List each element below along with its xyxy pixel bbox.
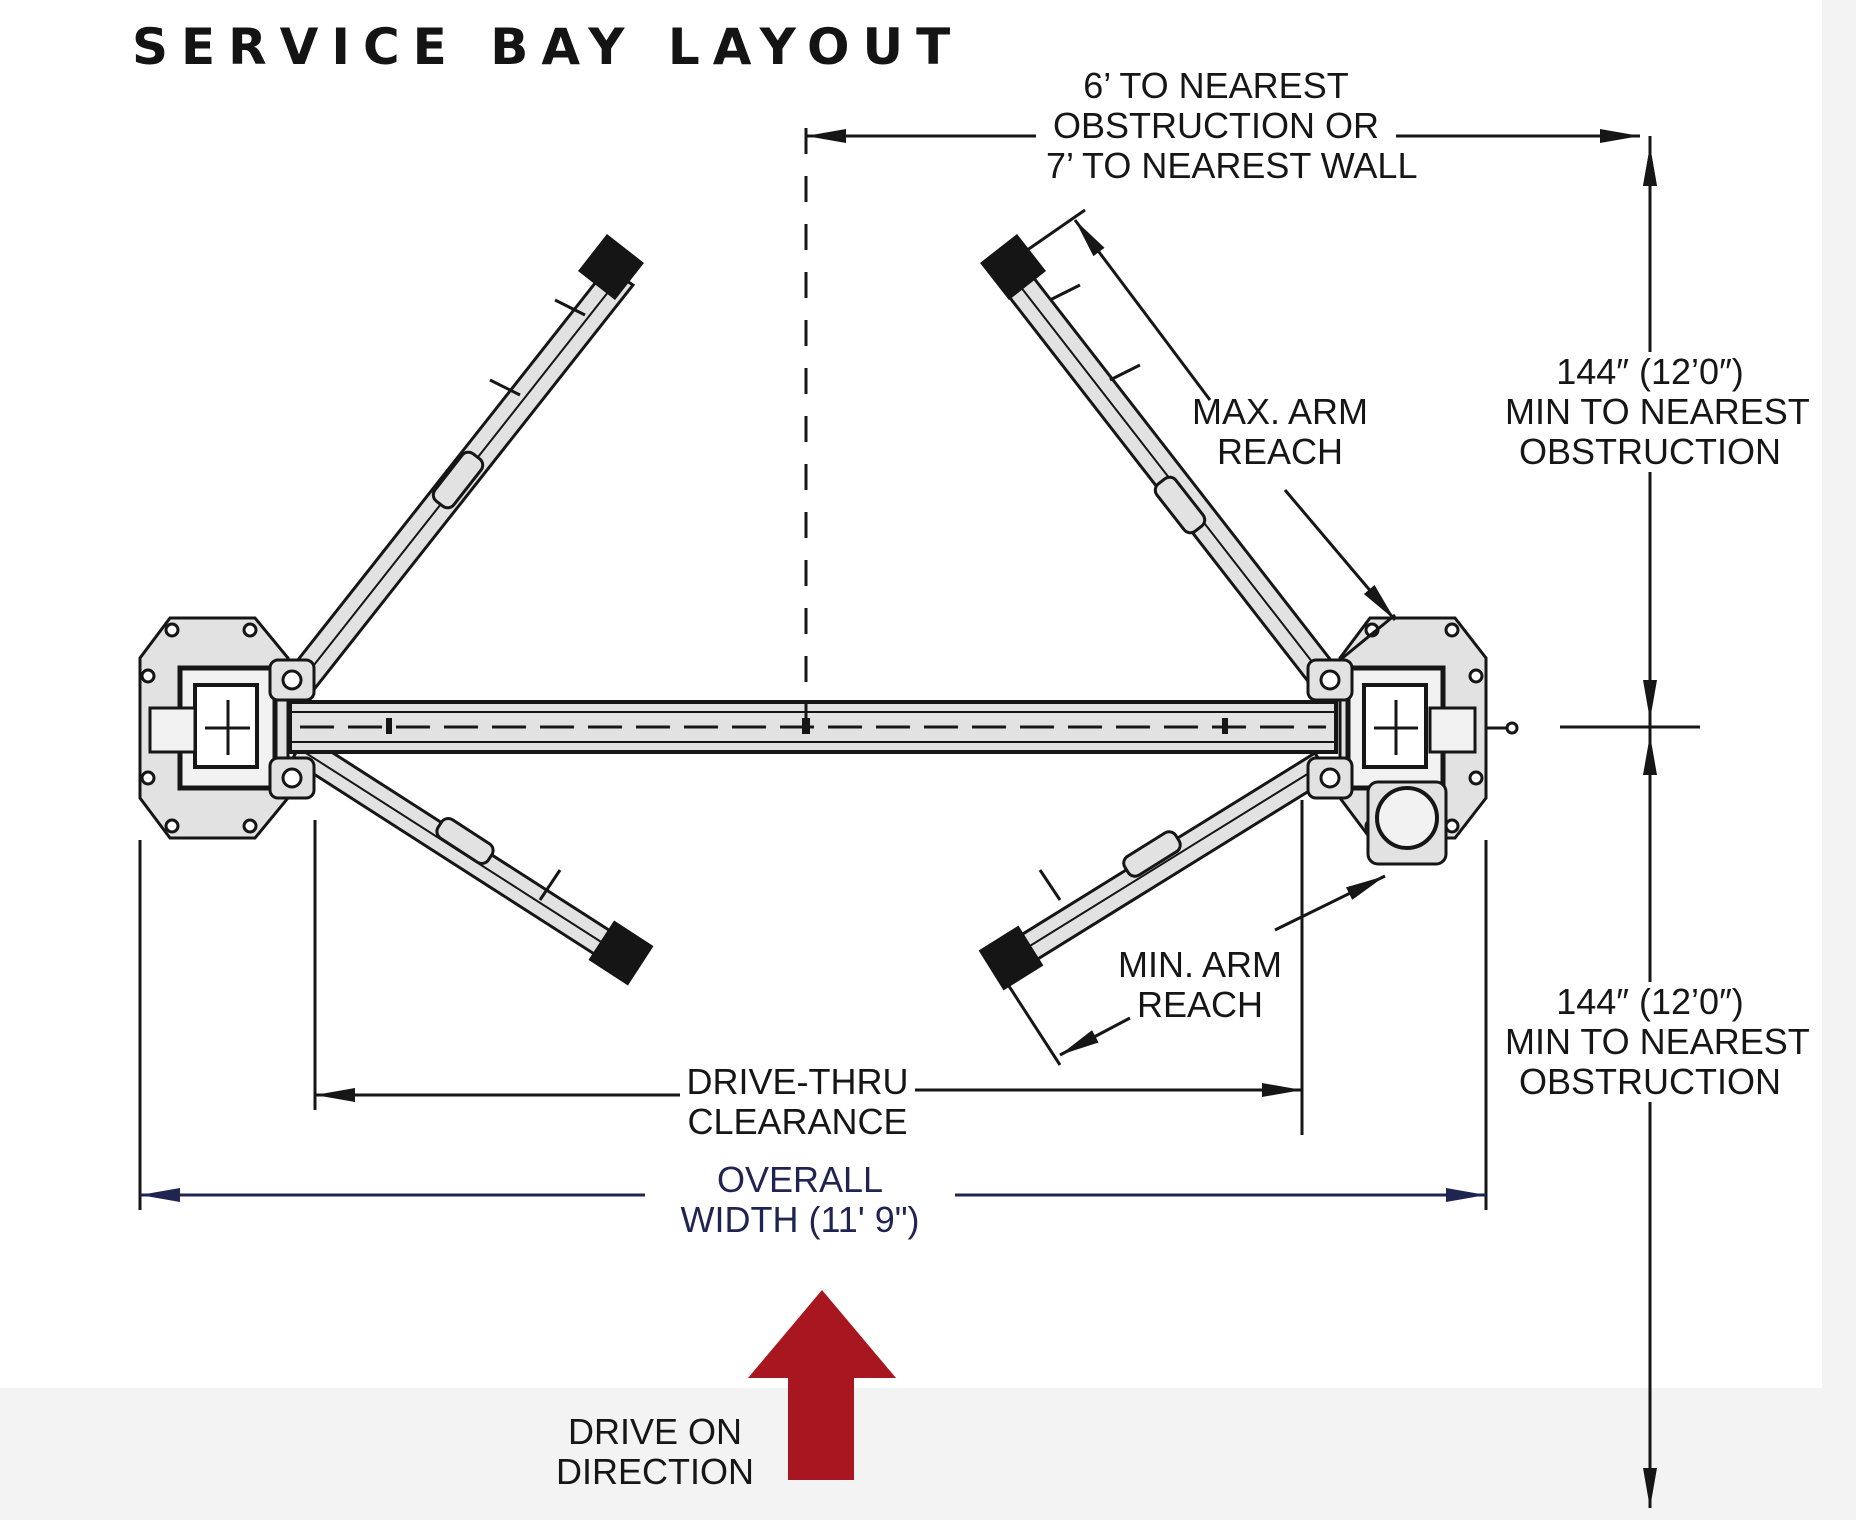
overhead-crossbeam <box>288 700 1338 754</box>
left-column-base <box>138 616 316 840</box>
max-arm-reach-label: MAX. ARM REACH <box>1180 392 1380 472</box>
label-line: OBSTRUCTION OR <box>1052 105 1379 146</box>
label-line: 7’ TO NEAREST WALL <box>1046 145 1418 186</box>
label-line: WIDTH (11' 9") <box>680 1199 920 1240</box>
drive-on-direction-label: DRIVE ON DIRECTION <box>540 1412 770 1492</box>
arm-pad-top-right <box>980 234 1046 300</box>
min-arm-reach-dimension <box>1003 874 1386 1066</box>
arm-pad-bottom-left <box>588 920 654 986</box>
drive-thru-dimension <box>313 800 1304 1135</box>
top-clearance-label: 6’ TO NEAREST OBSTRUCTION OR 7’ TO NEARE… <box>1046 65 1418 186</box>
label-line: OBSTRUCTION <box>1518 431 1781 472</box>
label-line: MIN. ARM <box>1117 944 1282 985</box>
label-line: MIN TO NEAREST <box>1505 1021 1810 1062</box>
bottom-band <box>0 1388 1856 1520</box>
right-column-base <box>1306 616 1519 866</box>
diagram-title: SERVICE BAY LAYOUT <box>132 18 964 76</box>
label-line: OBSTRUCTION <box>1518 1061 1781 1102</box>
label-line: REACH <box>1216 431 1344 472</box>
label-line: DIRECTION <box>556 1451 754 1492</box>
rear-clearance-label: 144″ (12’0″) MIN TO NEAREST OBSTRUCTION <box>1505 981 1810 1102</box>
label-line: DRIVE-THRU <box>686 1061 909 1102</box>
label-line: 144″ (12’0″) <box>1556 351 1744 392</box>
arm-pad-bottom-right <box>978 925 1044 991</box>
label-line: REACH <box>1136 984 1264 1025</box>
drive-thru-label: DRIVE-THRU CLEARANCE <box>680 1062 915 1142</box>
label-line: 6’ TO NEAREST <box>1083 65 1349 106</box>
label-line: 144″ (12’0″) <box>1556 981 1744 1022</box>
arm-pad-top-left <box>578 234 644 300</box>
label-line: DRIVE ON <box>567 1411 743 1452</box>
right-vertical-dimension <box>1560 136 1700 1508</box>
arm-bottom-right <box>1002 750 1333 973</box>
overall-width-dimension <box>138 840 1488 1210</box>
arm-bottom-left <box>290 732 628 969</box>
arm-top-left <box>283 265 636 695</box>
right-band <box>1822 0 1856 1520</box>
min-arm-reach-label: MIN. ARM REACH <box>1100 945 1300 1025</box>
label-line: MAX. ARM <box>1191 391 1369 432</box>
max-arm-reach-dimension <box>1009 208 1397 662</box>
up-arrow-icon <box>748 1290 896 1480</box>
label-line: MIN TO NEAREST <box>1505 391 1810 432</box>
label-line: OVERALL <box>716 1159 884 1200</box>
front-clearance-label: 144″ (12’0″) MIN TO NEAREST OBSTRUCTION <box>1505 351 1810 472</box>
overall-width-label: OVERALL WIDTH (11' 9") <box>645 1160 955 1240</box>
label-line: CLEARANCE <box>687 1101 908 1142</box>
arm-top-right <box>997 265 1343 692</box>
